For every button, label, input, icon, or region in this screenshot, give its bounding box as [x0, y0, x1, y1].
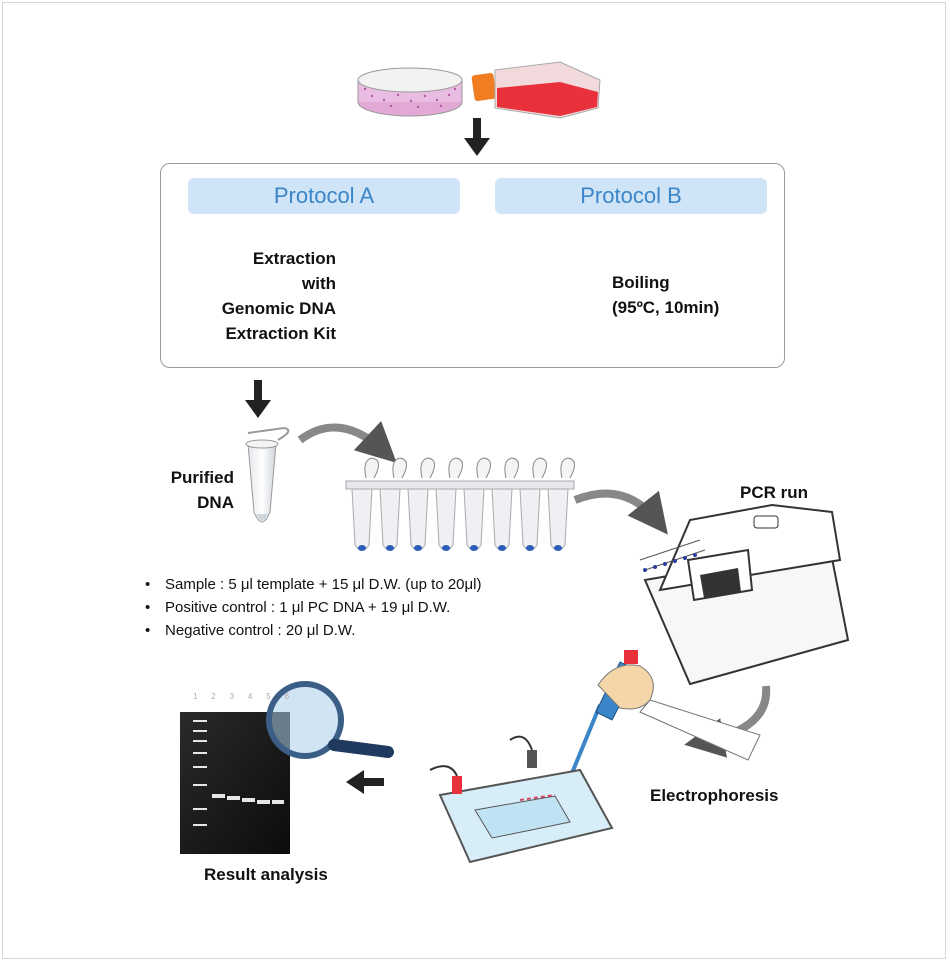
pcr-tube: [379, 488, 401, 551]
sample-drop: [526, 545, 534, 551]
tube-cap: [364, 457, 379, 479]
pipette-icon: [563, 650, 761, 791]
sample-drop: [470, 545, 478, 551]
lane-number: 6: [284, 692, 290, 701]
lane-number: 3: [229, 692, 235, 701]
tube-cap: [532, 457, 547, 479]
list-item: Sample : 5 μl template + 15 μl D.W. (up …: [145, 573, 481, 596]
sample-drop: [498, 545, 506, 551]
tube-cap: [504, 457, 519, 479]
arrow-down-icon: [245, 380, 271, 418]
petri-dish-icon: [357, 67, 463, 117]
label-line: Purified: [170, 468, 234, 487]
pcr-tube: [435, 488, 457, 551]
protocol-b-header: Protocol B: [495, 178, 767, 214]
culture-flask-icon: [471, 61, 601, 119]
tube-cap: [476, 457, 491, 479]
pcr-tube: [407, 488, 429, 551]
curved-arrow-icon: [297, 421, 397, 463]
lane-number: 4: [247, 692, 253, 701]
label-line: DNA: [197, 493, 234, 512]
electrophoresis-tank-icon: [429, 735, 614, 864]
list-item: Negative control : 20 μl D.W.: [145, 619, 481, 642]
protocol-a-method: Extraction with Genomic DNA Extraction K…: [196, 246, 336, 346]
method-line: (95ºC, 10min): [612, 298, 720, 317]
pcr-tube-strip-icon: [345, 457, 575, 551]
sample-drop: [358, 545, 366, 551]
pcr-tube: [463, 488, 485, 551]
pcr-tube: [519, 488, 541, 551]
method-line: with: [302, 274, 336, 293]
sample-drop: [386, 545, 394, 551]
reaction-setup-list: Sample : 5 μl template + 15 μl D.W. (up …: [145, 573, 481, 642]
electrophoresis-label: Electrophoresis: [650, 786, 779, 805]
gel-lane-numbers: 1 2 3 4 5 6: [186, 692, 296, 702]
sample-drop: [554, 545, 562, 551]
curved-arrow-icon: [573, 489, 668, 535]
tube-cap: [420, 457, 435, 479]
arrow-down-icon: [464, 118, 490, 156]
magnifier-icon: [266, 681, 394, 759]
tube-cap: [448, 457, 463, 479]
pcr-tube: [351, 488, 373, 551]
pcr-tube: [547, 488, 569, 551]
sample-drop: [442, 545, 450, 551]
purified-dna-tube-icon: [245, 426, 290, 523]
protocol-a-header: Protocol A: [188, 178, 460, 214]
pcr-run-label: PCR run: [740, 483, 808, 502]
sample-drop: [414, 545, 422, 551]
method-line: Extraction: [252, 249, 336, 268]
thermal-cycler-icon: [639, 503, 850, 686]
lane-number: 2: [211, 692, 216, 701]
protocol-b-method: Boiling (95ºC, 10min): [612, 270, 742, 320]
lane-number: 5: [266, 692, 271, 701]
result-analysis-label: Result analysis: [204, 865, 328, 884]
method-line: Genomic DNA: [221, 299, 336, 318]
method-line: Boiling: [612, 273, 670, 292]
purified-dna-label: Purified DNA: [150, 465, 234, 515]
method-line: Extraction Kit: [225, 324, 336, 343]
tube-cap: [560, 457, 575, 479]
arrow-left-icon: [346, 770, 384, 794]
list-item: Positive control : 1 μl PC DNA + 19 μl D…: [145, 596, 481, 619]
pcr-tube: [491, 488, 513, 551]
lane-number: 1: [192, 692, 198, 701]
tube-cap: [392, 457, 407, 479]
